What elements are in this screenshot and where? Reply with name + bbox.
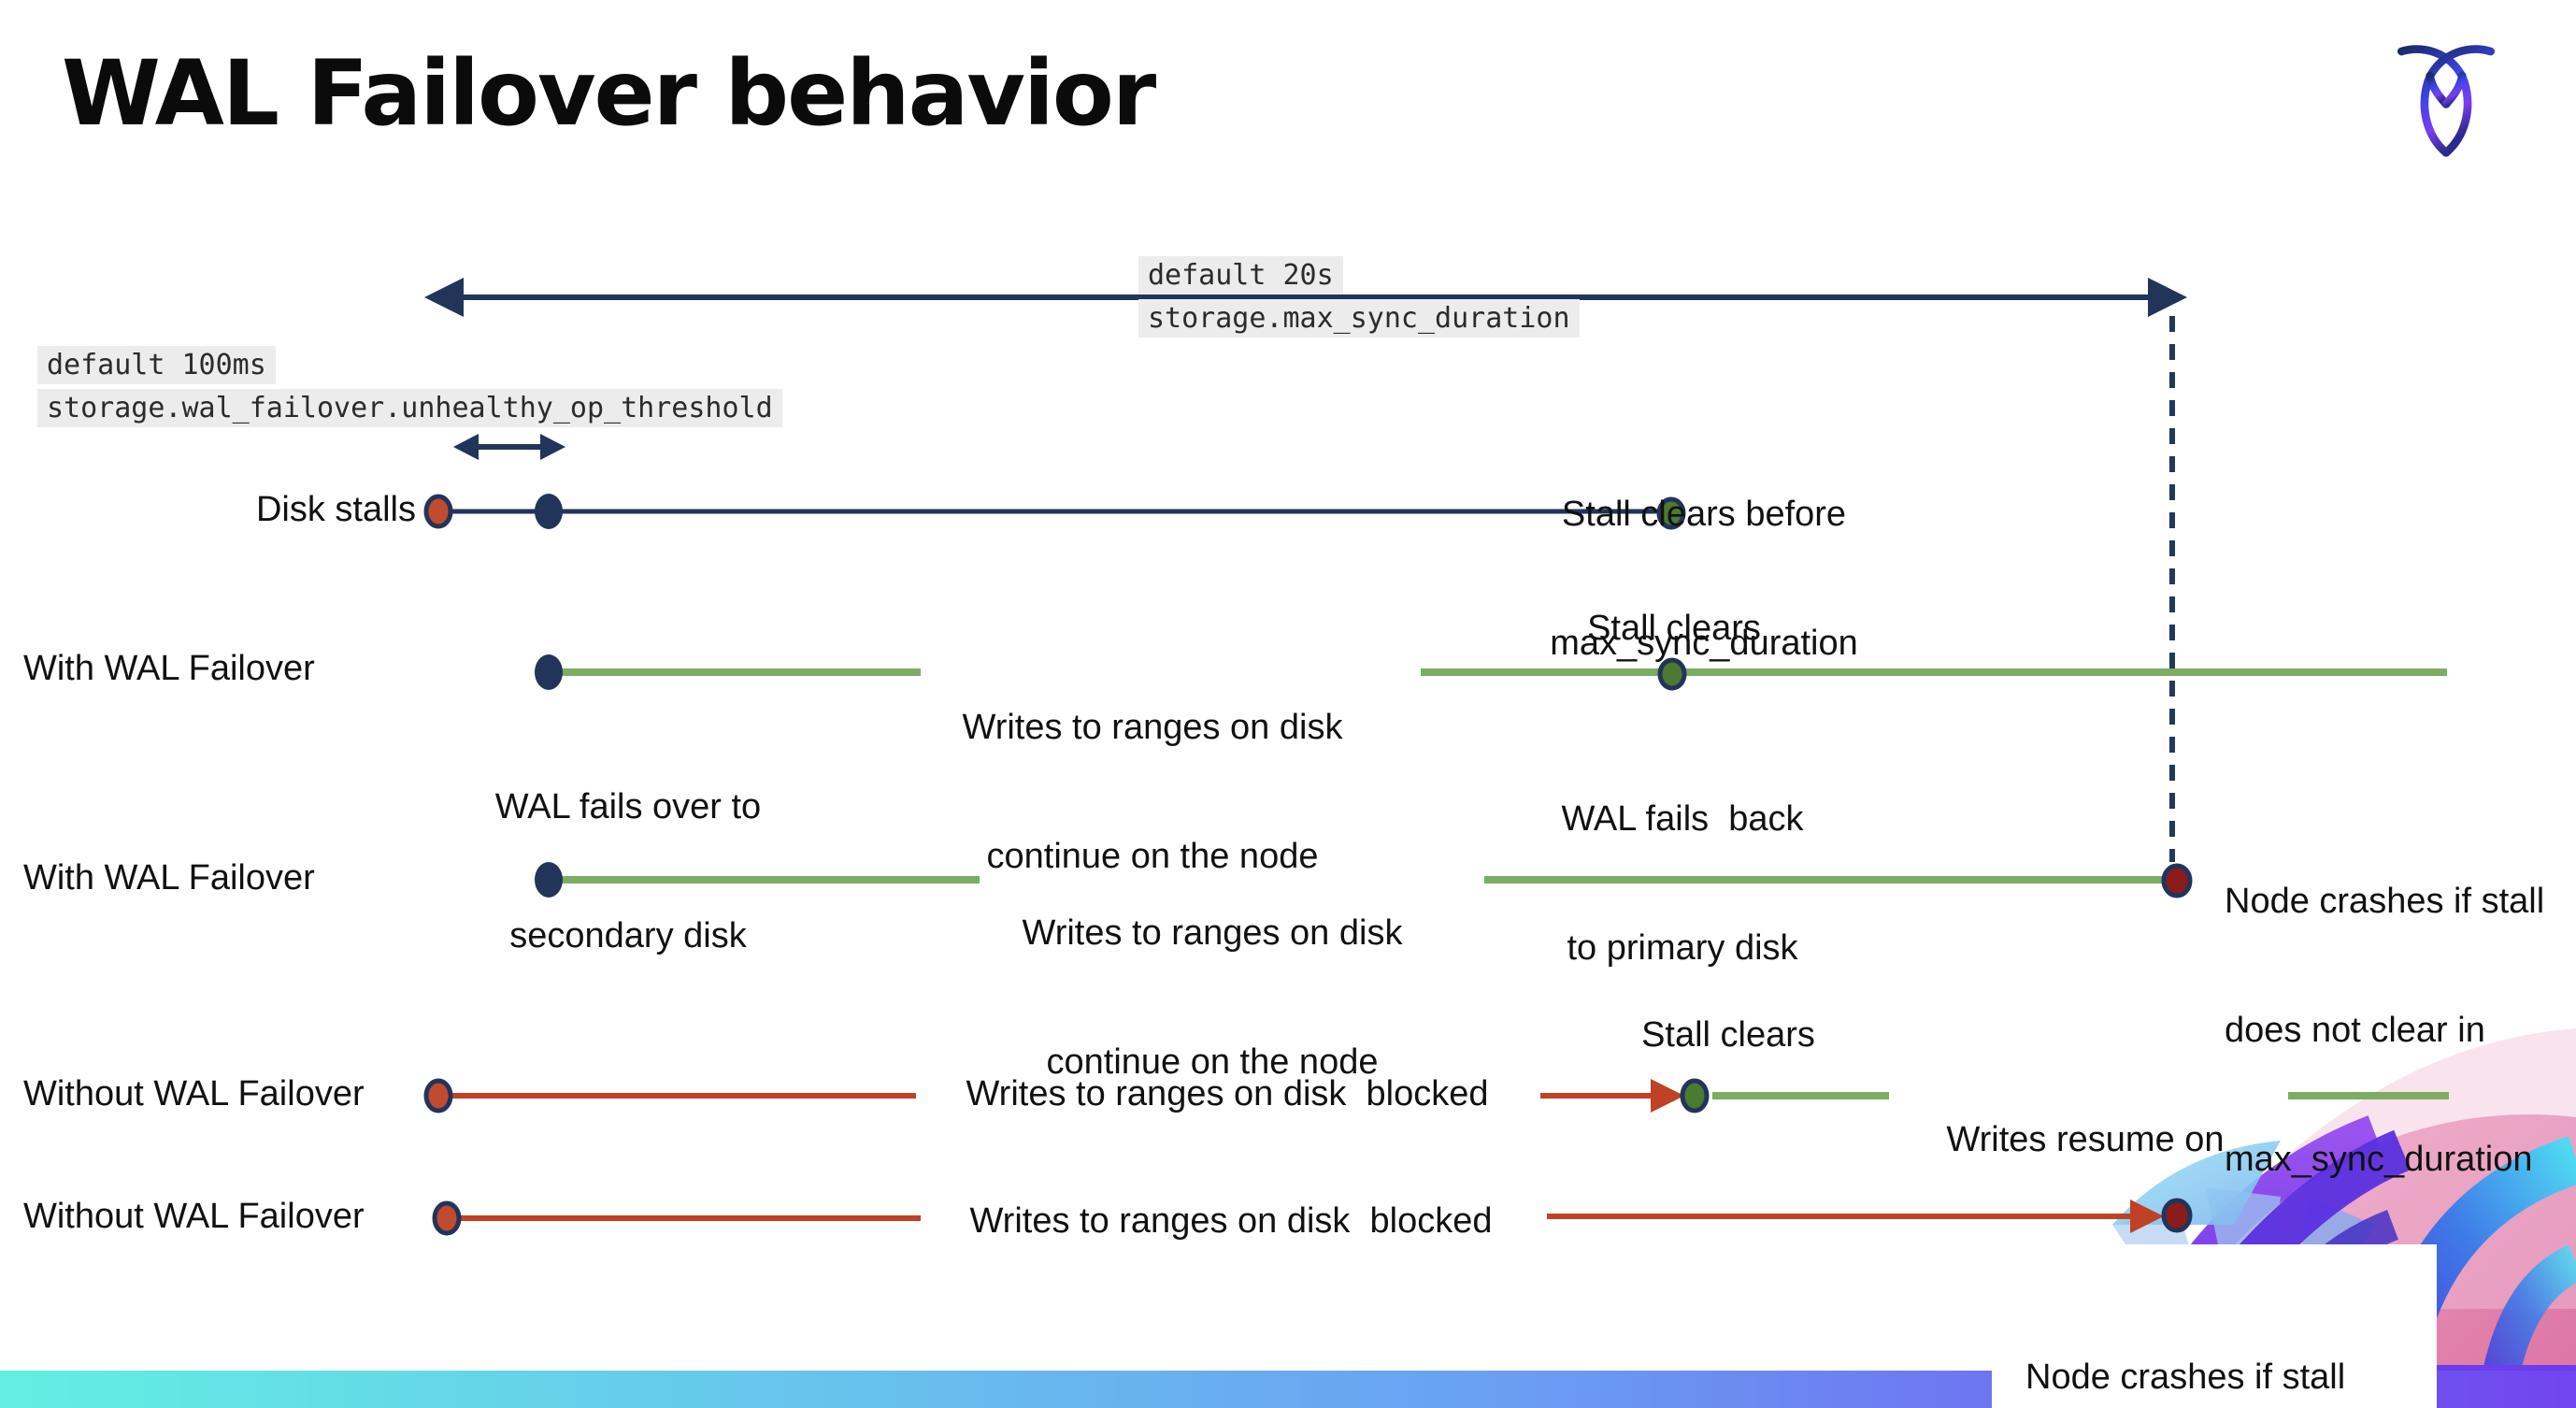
unhealthy-op-threshold-arrow	[453, 434, 565, 460]
annotation-stall-clears-bottom: Stall clears	[1641, 1015, 1815, 1055]
max-sync-duration-default-label: default 20s	[1138, 256, 1343, 295]
node-crash-dot	[2161, 863, 2193, 898]
annotation-writes-blocked-1: Writes to ranges on disk blocked	[966, 1074, 1489, 1113]
wal-failover-dot	[535, 862, 563, 898]
annotation-writes-blocked-2: Writes to ranges on disk blocked	[969, 1201, 1493, 1241]
disk-stall-start-dot	[423, 1078, 453, 1113]
annotation-wal-fails-back: WAL fails back to primary disk	[1561, 799, 1804, 968]
stall-clears-dot	[1656, 496, 1686, 530]
page-title: WAL Failover behavior	[62, 41, 1156, 146]
row-with-wal-failover-2-timeline	[535, 862, 2193, 898]
unhealthy-op-threshold-default-label: default 100ms	[37, 346, 276, 384]
max-sync-duration-arrow	[424, 278, 2187, 317]
annotation-node-crashes-top: Node crashes if stall does not clear in …	[2225, 882, 2545, 1179]
row-label-without-wal-failover-1: Without WAL Failover	[23, 1074, 365, 1113]
cockroachdb-logo-icon	[2397, 45, 2496, 157]
row-label-with-wal-failover-1: With WAL Failover	[23, 649, 315, 688]
arrowhead-right	[2148, 278, 2187, 317]
arrowhead-left	[453, 434, 479, 460]
row-with-wal-failover-1-timeline	[535, 654, 2447, 691]
annotation-node-crashes-bottom: Node crashes if stall does not clear in …	[2025, 1358, 2346, 1397]
stall-clears-dot	[1680, 1078, 1710, 1113]
row-label-disk-stalls: Disk stalls	[255, 490, 416, 529]
annotation-stall-clears-before: Stall clears before max_sync_duration	[1550, 495, 1858, 663]
arrowhead-right	[540, 434, 565, 460]
row-without-wal-failover-1-timeline	[423, 1078, 2449, 1113]
annotation-writes-continue-1: Writes to ranges on disk continue on the…	[962, 708, 1343, 876]
wal-failover-dot	[535, 654, 563, 690]
failover-threshold-dot	[535, 494, 563, 529]
annotation-writes-continue-2: Writes to ranges on disk continue on the…	[1022, 913, 1403, 1082]
disk-stall-start-dot	[423, 494, 453, 529]
arrowhead-left	[424, 278, 464, 317]
node-crash-dot	[2161, 1198, 2193, 1233]
row-disk-stalls-timeline	[423, 494, 1686, 530]
annotation-wal-fails-over: WAL fails over to secondary disk	[494, 787, 762, 955]
arrowhead-right	[2130, 1200, 2164, 1233]
annotation-stall-clears-mid: Stall clears	[1587, 609, 1761, 648]
max-sync-duration-setting-label: storage.max_sync_duration	[1138, 299, 1580, 338]
arrowhead-right	[1651, 1079, 1684, 1113]
row-without-wal-failover-2-timeline	[432, 1198, 2193, 1236]
disk-stall-start-dot	[432, 1200, 462, 1236]
row-label-without-wal-failover-2: Without WAL Failover	[23, 1197, 365, 1236]
row-label-with-wal-failover-2: With WAL Failover	[23, 858, 315, 898]
stall-clears-dot	[1657, 657, 1687, 691]
unhealthy-op-threshold-setting-label: storage.wal_failover.unhealthy_op_thresh…	[37, 389, 782, 427]
node-crashes-callout-box	[1992, 1244, 2437, 1408]
